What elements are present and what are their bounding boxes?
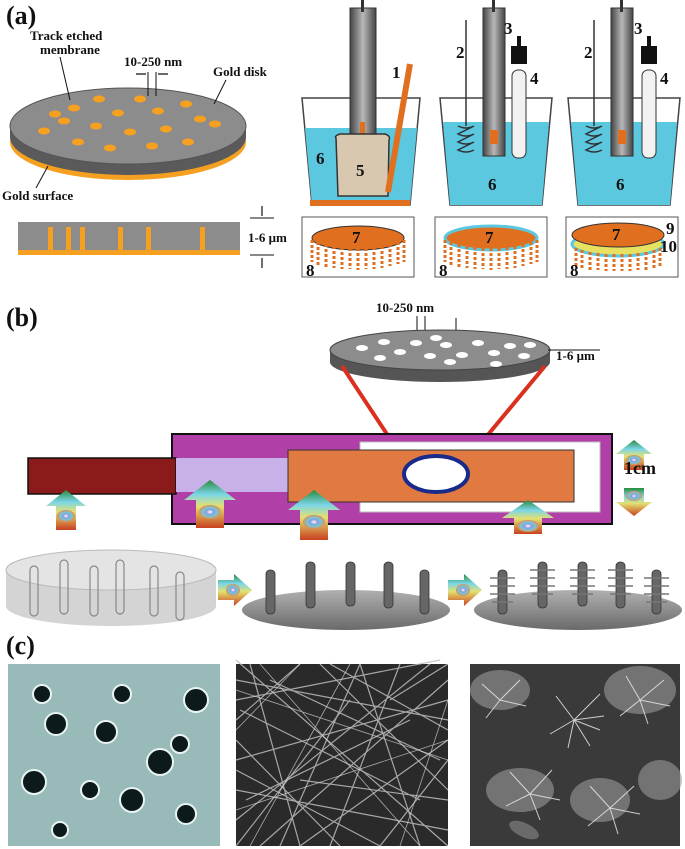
panel-b-label: (b) xyxy=(6,303,38,332)
membrane-window xyxy=(402,454,470,494)
branched-nanowire-array xyxy=(474,561,682,630)
cell-label-3b: 3 xyxy=(634,19,643,38)
nanowire-array xyxy=(242,561,450,630)
cell-label-6c: 6 xyxy=(616,175,625,194)
panel-a-label: (a) xyxy=(6,1,36,30)
gold-disk-dots xyxy=(38,95,221,152)
sem-image-membrane xyxy=(8,664,220,846)
membrane-cross-section xyxy=(18,222,240,255)
cell-label-2b: 2 xyxy=(584,43,593,62)
pore-size-label-a: 10-250 nm xyxy=(124,54,182,69)
cell-size-label: 1cm xyxy=(624,458,656,478)
membrane-label-1: Track etched xyxy=(30,28,103,43)
panel-c-label: (c) xyxy=(6,631,35,660)
gold-disk-label: Gold disk xyxy=(213,64,268,79)
thickness-label-a: 1-6 μm xyxy=(248,230,287,245)
inset-label-8b: 8 xyxy=(439,261,448,280)
cell-label-6a: 6 xyxy=(316,149,325,168)
cell-label-2a: 2 xyxy=(456,43,465,62)
template-membrane xyxy=(5,549,217,626)
electrochemical-cell-2 xyxy=(439,0,553,206)
membrane-disk-b xyxy=(329,329,551,382)
sem-image-branched xyxy=(470,664,682,846)
inset-1 xyxy=(301,216,415,278)
inset-label-8a: 8 xyxy=(306,261,315,280)
membrane-pointer xyxy=(59,56,71,101)
cell-label-6b: 6 xyxy=(488,175,497,194)
inset-label-7a: 7 xyxy=(352,228,361,247)
inset-2 xyxy=(434,216,548,278)
electrochemical-cell-1 xyxy=(301,0,421,206)
inset-label-7b: 7 xyxy=(485,228,494,247)
growth-arrow-1 xyxy=(218,574,252,606)
membrane-label-2: membrane xyxy=(40,42,100,57)
cell-label-4b: 4 xyxy=(660,69,669,88)
cell-label-4a: 4 xyxy=(530,69,539,88)
inset-label-8c: 8 xyxy=(570,261,579,280)
cell-label-1: 1 xyxy=(392,63,401,82)
growth-arrow-2 xyxy=(448,574,482,606)
sem-image-nanowires xyxy=(235,659,449,847)
flow-arrows xyxy=(46,440,652,540)
track-etched-membrane xyxy=(9,87,247,180)
cell-label-5: 5 xyxy=(356,161,365,180)
cell-label-3a: 3 xyxy=(504,19,513,38)
thickness-label-b: 1-6 μm xyxy=(556,348,595,363)
gold-surface-label: Gold surface xyxy=(2,188,73,203)
electrochemical-cell-3 xyxy=(567,0,681,206)
inset-label-7c: 7 xyxy=(612,225,621,244)
inset-3 xyxy=(565,216,679,278)
inset-label-10: 10 xyxy=(660,237,677,256)
pore-size-label-b: 10-250 nm xyxy=(376,300,434,315)
inset-label-9: 9 xyxy=(666,219,675,238)
electrochemical-cell-b xyxy=(27,433,613,525)
